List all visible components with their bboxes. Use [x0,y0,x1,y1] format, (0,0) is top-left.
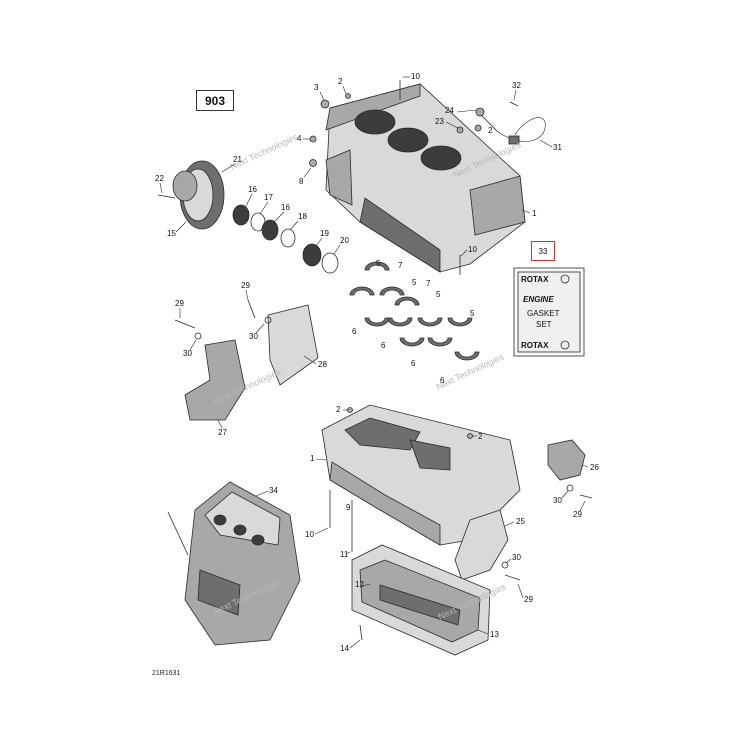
side-bracket-part [454,509,509,581]
callout-31: 31 [553,143,562,152]
callout-1b: 1 [310,454,315,463]
gasket-line-gasket: GASKET [527,309,560,318]
callout-25: 25 [516,517,525,526]
gasket-line-set: SET [536,320,552,329]
gasket-set-box: ROTAX ENGINE GASKET SET ROTAX [513,267,585,357]
callout-24: 24 [445,106,454,115]
gasket-kit-callout-box: 33 [531,241,555,261]
callout-5a: 5 [376,259,381,268]
callout-16b: 16 [281,203,290,212]
callout-10c: 10 [305,530,314,539]
crankcase-cover-part [172,160,225,230]
assembled-engine-part [167,481,301,646]
callout-16: 16 [248,185,257,194]
callout-5b: 5 [412,278,417,287]
callout-2: 2 [338,77,343,86]
callout-4: 4 [297,134,302,143]
callout-6c: 6 [411,359,416,368]
callout-10b: 10 [468,245,477,254]
callout-11: 11 [340,550,349,559]
callout-6b: 6 [381,341,386,350]
callout-6a: 6 [352,327,357,336]
gasket-brand-bottom: ROTAX [521,341,549,350]
callout-20: 20 [340,236,349,245]
callout-9: 9 [346,503,351,512]
callout-30d: 30 [512,553,521,562]
callout-27: 27 [218,428,227,437]
callout-30c: 30 [553,496,562,505]
cylinder-block-part [325,83,526,273]
callout-7a: 7 [398,261,403,270]
callout-3: 3 [314,83,319,92]
callout-30b: 30 [183,349,192,358]
callout-21: 21 [233,155,242,164]
watermark-1: Next Technologies [229,132,300,172]
callout-30a: 30 [249,332,258,341]
callout-29c: 29 [573,510,582,519]
callout-23: 23 [435,117,444,126]
callout-28: 28 [318,360,327,369]
mount-bracket-part [547,439,586,481]
engine-bracket-part [184,304,319,421]
gasket-brand-top: ROTAX [521,275,549,284]
callout-22: 22 [155,174,164,183]
callout-19: 19 [320,229,329,238]
callout-7b: 7 [426,279,431,288]
callout-2d: 2 [478,432,483,441]
callout-10: 10 [411,72,420,81]
callout-2c: 2 [336,405,341,414]
callout-2b: 2 [488,126,493,135]
bolts-hardware-part [157,80,593,641]
callout-29a: 29 [175,299,184,308]
lower-crankcase-part [321,404,521,546]
callout-5d: 5 [470,309,475,318]
gasket-line-engine: ENGINE [523,295,554,304]
callout-labels: 2 3 10 32 24 23 2 31 4 8 1 21 22 16 17 1… [155,72,599,653]
callout-14: 14 [340,644,349,653]
callout-29d: 29 [524,595,533,604]
callout-8: 8 [299,177,304,186]
callout-5c: 5 [436,290,441,299]
callout-26: 26 [590,463,599,472]
oil-dipstick-sensor-part [475,101,546,145]
callout-12: 12 [355,580,364,589]
crankshaft-bearings-part [349,261,480,361]
callout-6d: 6 [440,376,445,385]
callout-29b: 29 [241,281,250,290]
callout-32: 32 [512,81,521,90]
callout-15: 15 [167,229,176,238]
callout-1: 1 [532,209,537,218]
reference-code: 21R1631 [152,670,181,677]
callout-17: 17 [264,193,273,202]
oil-pan-part [351,544,491,656]
seal-rings-part [232,204,339,274]
diagram-number-box: 903 [196,90,234,111]
callout-34: 34 [269,486,278,495]
callout-18: 18 [298,212,307,221]
callout-13: 13 [490,630,499,639]
